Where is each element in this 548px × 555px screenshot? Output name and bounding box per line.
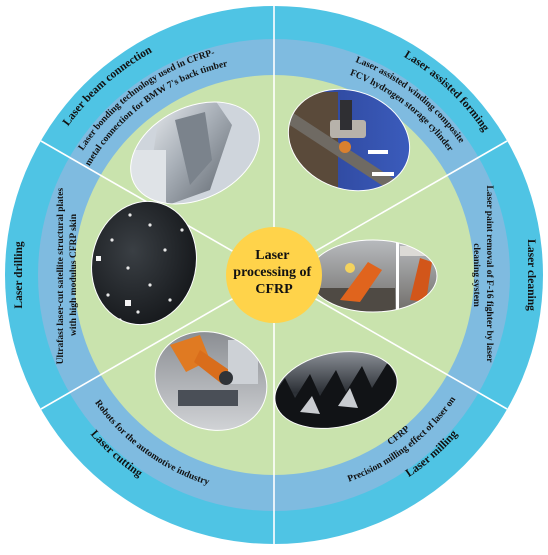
category-label-drilling: Laser drilling [13, 241, 25, 308]
description-drilling: Ultrafast laser-cut satellite structural… [56, 186, 79, 365]
description-cleaning-line-2: cleaning system [471, 243, 481, 307]
description-drilling-line-1: Ultrafast laser-cut satellite structural… [56, 188, 66, 365]
center-title-line-2: processing of [233, 265, 311, 280]
center-disc [226, 227, 322, 323]
description-cleaning: Laser paint removal of F-16 fighter by l… [471, 185, 494, 364]
description-cleaning-line-1: Laser paint removal of F-16 fighter by l… [484, 185, 494, 363]
description-drilling-line-2: with high modulus CFRP skin [69, 213, 79, 336]
center-title-line-3: CFRP [255, 282, 293, 297]
category-label-cleaning: Laser cleaning [525, 239, 537, 311]
center-title-line-1: Laser [255, 248, 289, 263]
center-title: Laser processing of CFRP [233, 248, 314, 297]
